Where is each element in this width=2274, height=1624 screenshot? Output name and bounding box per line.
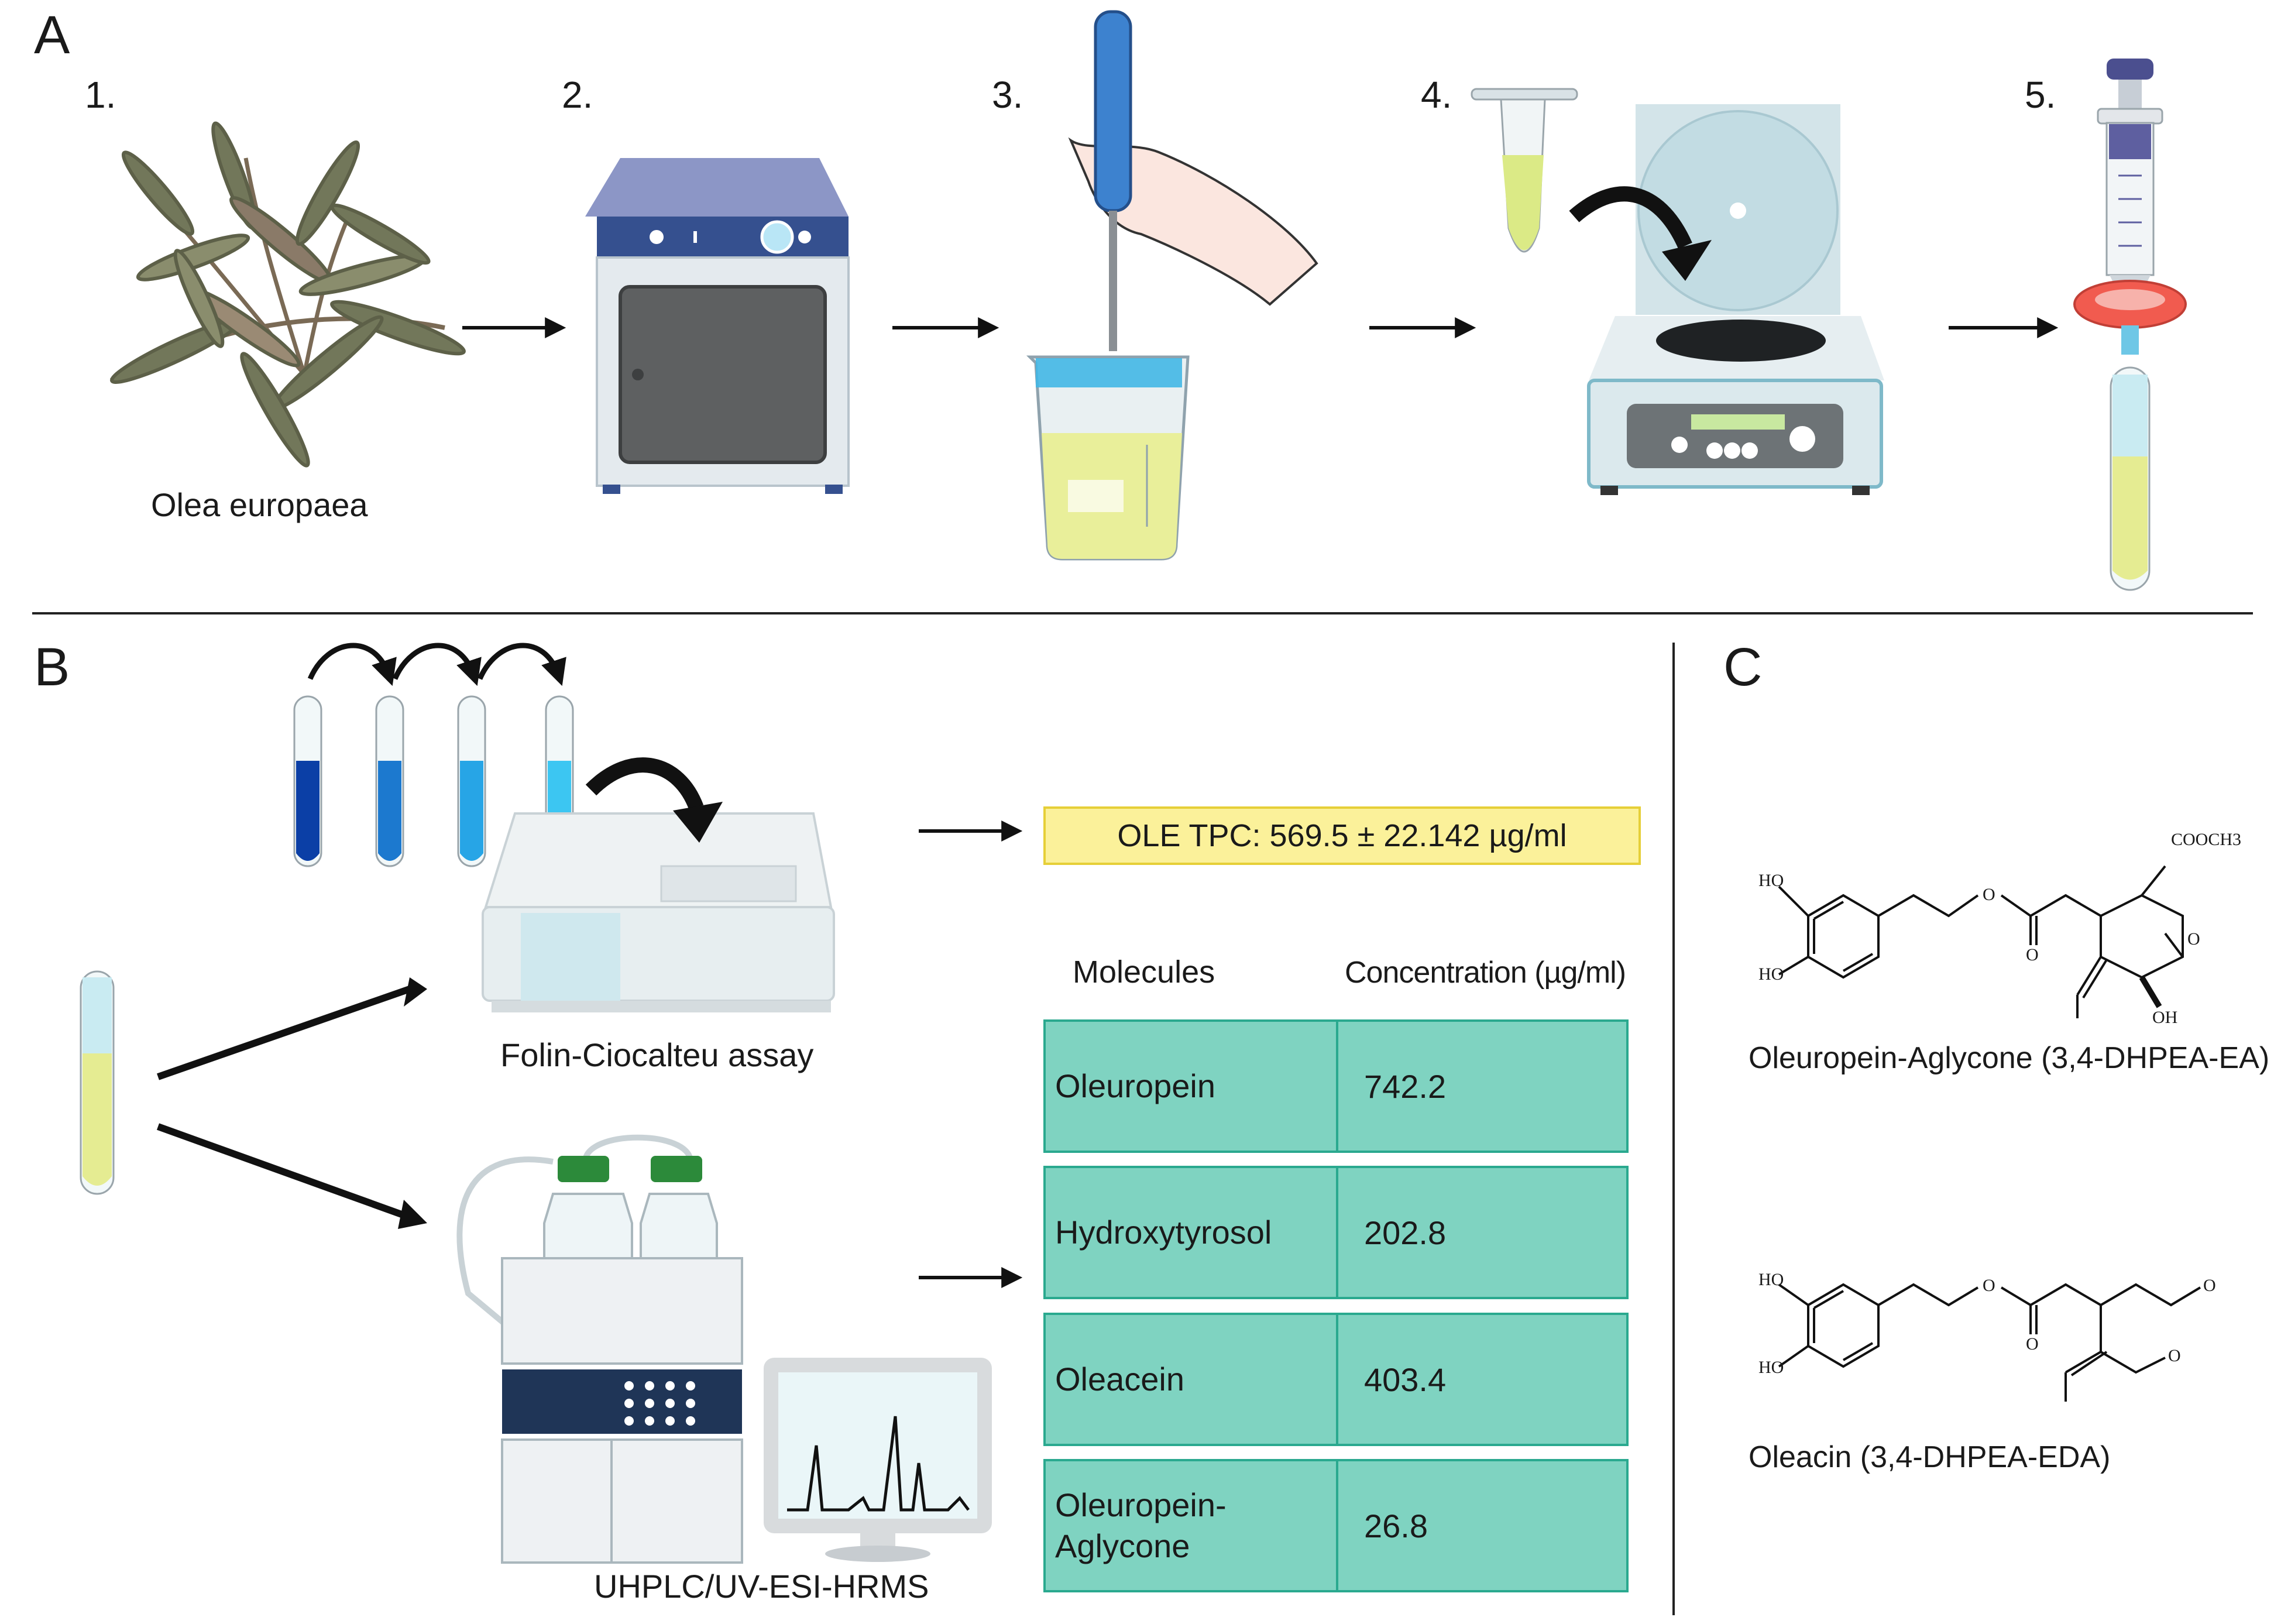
atom-label: HO	[1758, 1270, 1784, 1289]
assay-caption: Folin-Ciocalteu assay	[500, 1036, 814, 1073]
atom-label: O	[2026, 945, 2039, 964]
structure-caption-oleacin: Oleacin (3,4-DHPEA-EDA)	[1749, 1440, 2111, 1474]
atom-label: O	[2187, 929, 2200, 949]
atom-label: O	[1983, 1276, 1995, 1295]
step-number-2: 2.	[562, 74, 593, 116]
atom-label: COOCH3	[2171, 830, 2242, 849]
molecule-name: Oleacein	[1046, 1315, 1338, 1444]
sample-tube-icon	[80, 970, 115, 1195]
atom-label: O	[2026, 1334, 2039, 1354]
panel-label-c: C	[1723, 637, 1763, 697]
table-header-molecules: Molecules	[1073, 955, 1215, 990]
arrow-to-uhplc	[156, 1123, 411, 1221]
oleuropein-aglycone-structure	[1778, 865, 2184, 1018]
centrifuge-icon	[1471, 88, 1884, 495]
oven-icon	[585, 158, 850, 494]
syringe-filter-icon	[2073, 59, 2187, 591]
concentration-value: 742.2	[1364, 1067, 1447, 1105]
structure-caption-oleuropein-aglycone: Oleuropein-Aglycone (3,4-DHPEA-EA)	[1749, 1041, 2270, 1075]
atom-label: HO	[1758, 964, 1784, 984]
concentration-value: 26.8	[1364, 1507, 1428, 1544]
uhplc-instrument-icon	[456, 1134, 992, 1564]
atom-label: O	[1983, 885, 1995, 904]
table-row: Oleuropein- Aglycone 26.8	[1043, 1459, 1629, 1592]
step-number-1: 1.	[85, 74, 116, 116]
arrow-to-assay	[157, 986, 411, 1080]
spectrophotometer-icon	[482, 757, 835, 1012]
molecule-name: Oleuropein- Aglycone	[1046, 1461, 1338, 1590]
step-number-5: 5.	[2025, 74, 2056, 116]
atom-label: HO	[1758, 871, 1784, 890]
concentration-value: 202.8	[1364, 1214, 1447, 1251]
molecule-name: Hydroxytyrosol	[1046, 1168, 1338, 1297]
panel-label-a: A	[34, 5, 70, 65]
atom-label: OH	[2152, 1008, 2178, 1027]
atom-label: O	[2168, 1346, 2181, 1365]
molecule-name: Oleuropein	[1046, 1022, 1338, 1151]
olive-branch-icon	[110, 121, 466, 468]
dilution-series-icon	[293, 643, 574, 867]
step-number-4: 4.	[1421, 74, 1452, 116]
step-number-3: 3.	[992, 74, 1023, 116]
atom-label: HO	[1758, 1358, 1784, 1377]
tpc-result-text: OLE TPC: 569.5 ± 22.142 µg/ml	[1117, 818, 1567, 853]
table-header-concentration: Concentration (µg/ml)	[1345, 956, 1626, 990]
homogenizer-beaker-icon	[1026, 10, 1318, 561]
table-row: Hydroxytyrosol 202.8	[1043, 1166, 1629, 1299]
species-caption: Olea europaea	[151, 486, 368, 523]
oleacin-structure	[1778, 1283, 2201, 1402]
tpc-result-box: OLE TPC: 569.5 ± 22.142 µg/ml	[1043, 806, 1641, 865]
panel-label-b: B	[34, 637, 70, 697]
atom-label: O	[2203, 1276, 2216, 1295]
instrument-caption: UHPLC/UV-ESI-HRMS	[594, 1568, 929, 1605]
concentration-value: 403.4	[1364, 1361, 1447, 1398]
table-row: Oleacein 403.4	[1043, 1313, 1629, 1446]
table-row: Oleuropein 742.2	[1043, 1019, 1629, 1153]
